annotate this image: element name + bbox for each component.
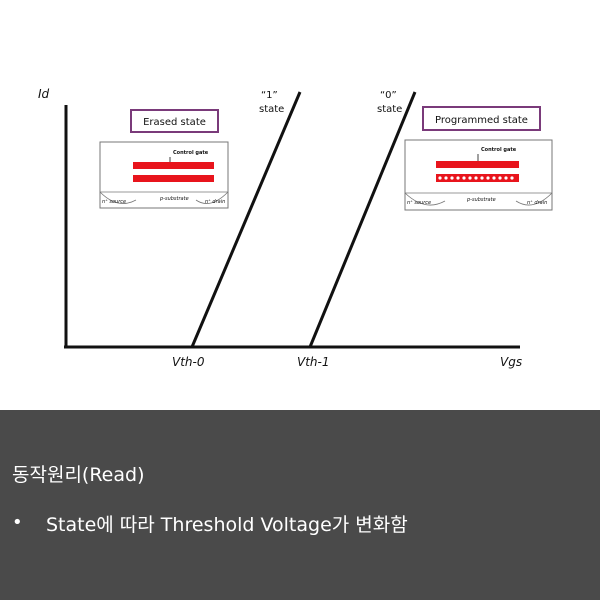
programmed-substrate-label: p-substrate (466, 197, 496, 203)
caption-title: 동작원리(Read) (12, 464, 145, 486)
erased-drain-well (195, 191, 229, 204)
electron (438, 176, 442, 180)
electron (504, 176, 508, 180)
electron (456, 176, 460, 180)
x-axis-label: Vgs (500, 355, 522, 369)
erased-control-gate-bar (133, 162, 214, 169)
electron (492, 176, 496, 180)
erased-substrate-label: p-substrate (159, 196, 189, 202)
programmed-title: Programmed state (435, 115, 528, 126)
threshold-voltage-diagram: Id Vgs Vth-0 Vth-1 “1” state “0” state E… (38, 87, 553, 369)
stored-electrons (438, 176, 514, 180)
bullet-symbol: • (12, 512, 23, 533)
erased-state-cell: Erased state Control gate n⁺ source p-su… (99, 109, 229, 209)
programmed-source-well (404, 192, 446, 206)
bullet-text: State에 따라 Threshold Voltage가 변화함 (46, 514, 408, 536)
caption-panel: 동작원리(Read) • State에 따라 Threshold Voltage… (0, 410, 600, 600)
programmed-drain-well (515, 192, 553, 206)
electron (462, 176, 466, 180)
electron (474, 176, 478, 180)
programmed-title-box (422, 106, 541, 131)
erased-gate-label: Control gate (173, 150, 209, 156)
electron (468, 176, 472, 180)
programmed-state-cell: Programmed state Control gate n⁺ source … (404, 106, 553, 211)
curve-state-1 (190, 91, 302, 348)
electron (444, 176, 448, 180)
erased-title: Erased state (143, 117, 206, 128)
curve0-label-bottom: state (377, 104, 402, 115)
curve0-label-top: “0” (380, 90, 397, 101)
vth1-label: Vth-1 (297, 355, 329, 369)
vth0-label: Vth-0 (172, 355, 205, 369)
curve1-label-top: “1” (261, 90, 278, 101)
programmed-drain-label: n⁺ drain (527, 200, 547, 206)
programmed-source-label: n⁺ source (407, 200, 431, 206)
programmed-control-gate-bar (436, 161, 519, 168)
erased-drain-label: n⁺ drain (205, 199, 225, 205)
programmed-gate-label: Control gate (481, 147, 517, 153)
electron (510, 176, 514, 180)
curve1-label-bottom: state (259, 104, 284, 115)
erased-source-well (99, 191, 137, 204)
erased-title-box (130, 109, 219, 133)
electron (486, 176, 490, 180)
electron (498, 176, 502, 180)
erased-floating-gate-bar (133, 175, 214, 182)
electron (450, 176, 454, 180)
electron (480, 176, 484, 180)
erased-source-label: n⁺ source (102, 199, 126, 205)
curve-state-0 (308, 91, 417, 348)
y-axis-label: Id (38, 87, 50, 101)
